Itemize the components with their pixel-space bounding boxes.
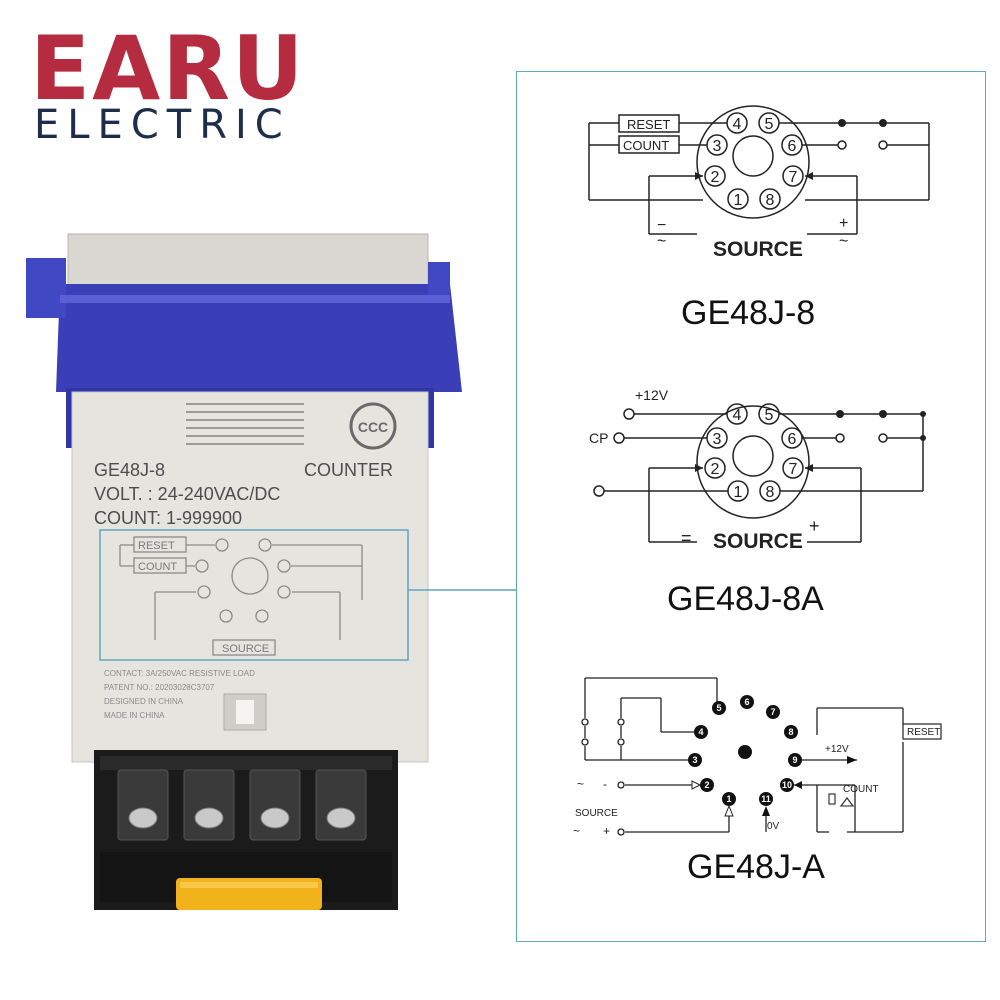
svg-text:6: 6 <box>788 431 797 448</box>
device-designed-text: DESIGNED IN CHINA <box>104 697 184 706</box>
device-type-label: COUNTER <box>304 460 393 480</box>
svg-text:+: + <box>603 824 610 838</box>
device-model-label: GE48J-8 <box>94 460 165 480</box>
svg-text:1: 1 <box>734 192 743 209</box>
device-reset-label: RESET <box>138 540 175 552</box>
svg-text:7: 7 <box>789 461 798 478</box>
diagram-ge48j-8a <box>593 403 924 543</box>
svg-text:7: 7 <box>770 707 775 717</box>
diagram3-12v-label: +12V <box>825 744 849 755</box>
device-top-cap <box>67 233 429 289</box>
svg-text:+: + <box>809 516 820 536</box>
blue-clip-right-tab <box>428 262 450 302</box>
svg-text:7: 7 <box>789 169 798 186</box>
svg-text:CCC: CCC <box>358 419 388 435</box>
device-volt-label: VOLT. : 24-240VAC/DC <box>94 484 280 504</box>
device-count-label: COUNT: 1-999900 <box>94 508 242 528</box>
svg-text:4: 4 <box>733 116 742 133</box>
svg-text:~: ~ <box>839 233 848 250</box>
diagram1-model-label: GE48J-8 <box>681 294 816 332</box>
diagram3-source-label: SOURCE <box>575 808 618 819</box>
svg-text:-: - <box>603 777 607 791</box>
wiring-diagram-panel: 4 5 3 6 2 7 1 8 RESET COUNT SOURCE − ~ + ~ <box>516 71 986 942</box>
device-diagram-highlight <box>99 529 409 661</box>
svg-text:~: ~ <box>573 824 580 838</box>
device-source-label: SOURCE <box>222 643 269 655</box>
vent-slots <box>186 403 304 445</box>
svg-text:11: 11 <box>761 794 771 804</box>
diagram3-0v-label: 0V <box>767 821 780 832</box>
svg-text:2: 2 <box>711 169 720 186</box>
device-contact-text: CONTACT: 3A/250VAC RESISTIVE LOAD <box>104 669 255 678</box>
svg-text:−: − <box>657 217 666 234</box>
diagram3-count-label: COUNT <box>843 784 879 795</box>
svg-text:9: 9 <box>792 755 797 765</box>
svg-text:4: 4 <box>733 407 742 424</box>
diagram-ge48j-8 <box>588 105 930 235</box>
brand-logo: EARU <box>30 17 306 120</box>
diagram1-count-label: COUNT <box>623 138 669 153</box>
svg-text:8: 8 <box>788 727 793 737</box>
svg-text:5: 5 <box>716 703 721 713</box>
diagram2-source-label: SOURCE <box>713 530 803 553</box>
svg-text:10: 10 <box>782 780 792 790</box>
svg-text:2: 2 <box>704 780 709 790</box>
diagram2-cp-label: CP <box>589 430 608 446</box>
diagram1-reset-label: RESET <box>627 117 670 132</box>
svg-text:3: 3 <box>692 755 697 765</box>
diagram3-model-label: GE48J-A <box>687 848 825 886</box>
device-patent-text: PATENT NO.: 20203028C3707 <box>104 683 215 692</box>
diagram1-source-label: SOURCE <box>713 238 803 261</box>
diagram3-reset-box <box>902 723 942 740</box>
ccc-mark: CCC <box>349 402 397 450</box>
brand-tagline: ELECTRIC <box>34 102 291 148</box>
svg-text:6: 6 <box>788 138 797 155</box>
svg-text:8: 8 <box>766 192 775 209</box>
diagram2-model-label: GE48J-8A <box>667 580 824 618</box>
svg-text:3: 3 <box>713 138 722 155</box>
terminal-screws <box>128 807 356 829</box>
diagram2-12v-label: +12V <box>635 387 669 403</box>
svg-text:1: 1 <box>734 484 743 501</box>
blue-clip <box>56 284 462 392</box>
svg-text:+: + <box>839 215 848 232</box>
svg-text:6: 6 <box>744 697 749 707</box>
svg-text:4: 4 <box>698 727 703 737</box>
blue-clip-left-tab <box>26 258 66 318</box>
svg-text:1: 1 <box>726 794 731 804</box>
svg-text:5: 5 <box>765 407 774 424</box>
svg-text:=: = <box>681 528 692 548</box>
svg-text:3: 3 <box>713 431 722 448</box>
device-made-text: MADE IN CHINA <box>104 711 165 720</box>
svg-text:~: ~ <box>577 777 584 791</box>
svg-text:2: 2 <box>711 461 720 478</box>
device-count-box-label: COUNT <box>138 561 177 573</box>
svg-text:8: 8 <box>766 484 775 501</box>
svg-text:5: 5 <box>765 116 774 133</box>
diagram3-reset-label: RESET <box>907 727 940 738</box>
svg-text:~: ~ <box>657 233 666 250</box>
product-image: CCC GE48J-8 COUNTER VOLT. : 24-240VAC/DC… <box>26 233 516 910</box>
